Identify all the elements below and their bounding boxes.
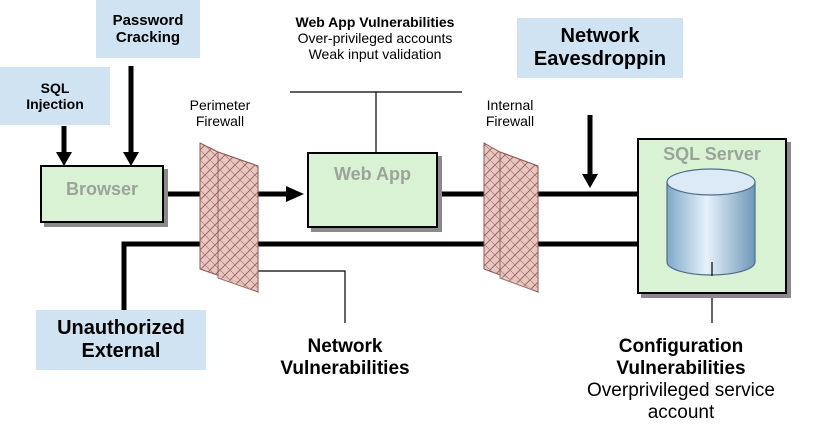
network-vuln-connector <box>254 270 346 323</box>
password-cracking-line-1: Password <box>112 11 184 29</box>
perimeter-firewall-label: Perimeter Firewall <box>170 97 270 129</box>
web-app-vulnerabilities: Web App Vulnerabilities Over-privileged … <box>250 14 500 62</box>
perimeter-firewall-line-1: Perimeter <box>189 97 251 113</box>
configuration-vulnerabilities: Configuration Vulnerabilities Overprivil… <box>568 336 794 423</box>
browser-box: Browser <box>40 165 164 223</box>
network-vuln-line-1: Network <box>307 336 383 357</box>
eavesdropping-line-2: Eavesdroppin <box>533 48 667 70</box>
password-cracking-arrowhead <box>123 152 139 166</box>
config-vuln-item-2: account <box>647 401 715 423</box>
web-app-label: Web App <box>334 164 411 184</box>
perimeter-firewall-line-2: Firewall <box>195 113 245 130</box>
sql-injection-arrowhead <box>56 152 72 166</box>
unauthorized-line-2: External <box>81 340 161 362</box>
eavesdropping-line-1: Network <box>560 25 640 47</box>
browser-label: Browser <box>65 179 139 199</box>
config-vuln-item-1: Overprivileged service <box>587 379 775 401</box>
internal-firewall-line-1: Internal <box>486 97 534 113</box>
network-vulnerabilities: Network Vulnerabilities <box>270 336 420 380</box>
web-app-vuln-title: Web App Vulnerabilities <box>295 14 455 30</box>
config-vuln-title-2: Vulnerabilities <box>616 357 746 379</box>
internal-firewall-icon <box>483 142 539 293</box>
web-app-vuln-item-1: Over-privileged accounts <box>297 30 453 47</box>
web-app-box: Web App <box>307 152 438 228</box>
config-vuln-title-1: Configuration <box>618 336 744 357</box>
password-cracking-callout: Password Cracking <box>96 0 200 58</box>
sql-injection-line-1: SQL <box>40 79 70 96</box>
web-app-vuln-item-2: Weak input validation <box>308 46 442 63</box>
internal-firewall-label: Internal Firewall <box>460 97 560 129</box>
unauthorized-path-shaft <box>121 241 652 310</box>
internal-firewall-line-2: Firewall <box>485 113 535 130</box>
sql-server-box: SQL Server <box>637 138 787 294</box>
sql-injection-line-2: Injection <box>26 96 84 112</box>
unauthorized-external-callout: Unauthorized External <box>36 310 206 370</box>
sql-server-label: SQL Server <box>663 144 761 164</box>
data-flow-lines <box>61 66 652 310</box>
unauthorized-line-1: Unauthorized <box>57 317 185 339</box>
password-cracking-line-2: Cracking <box>115 29 181 46</box>
eavesdropping-arrowhead <box>582 174 598 188</box>
sql-injection-callout: SQL Injection <box>0 67 110 125</box>
network-vuln-line-2: Vulnerabilities <box>280 357 410 379</box>
browser-to-webapp-arrowhead <box>286 186 304 202</box>
perimeter-firewall-icon <box>199 142 259 293</box>
network-eavesdropping-callout: Network Eavesdroppin <box>517 18 683 78</box>
